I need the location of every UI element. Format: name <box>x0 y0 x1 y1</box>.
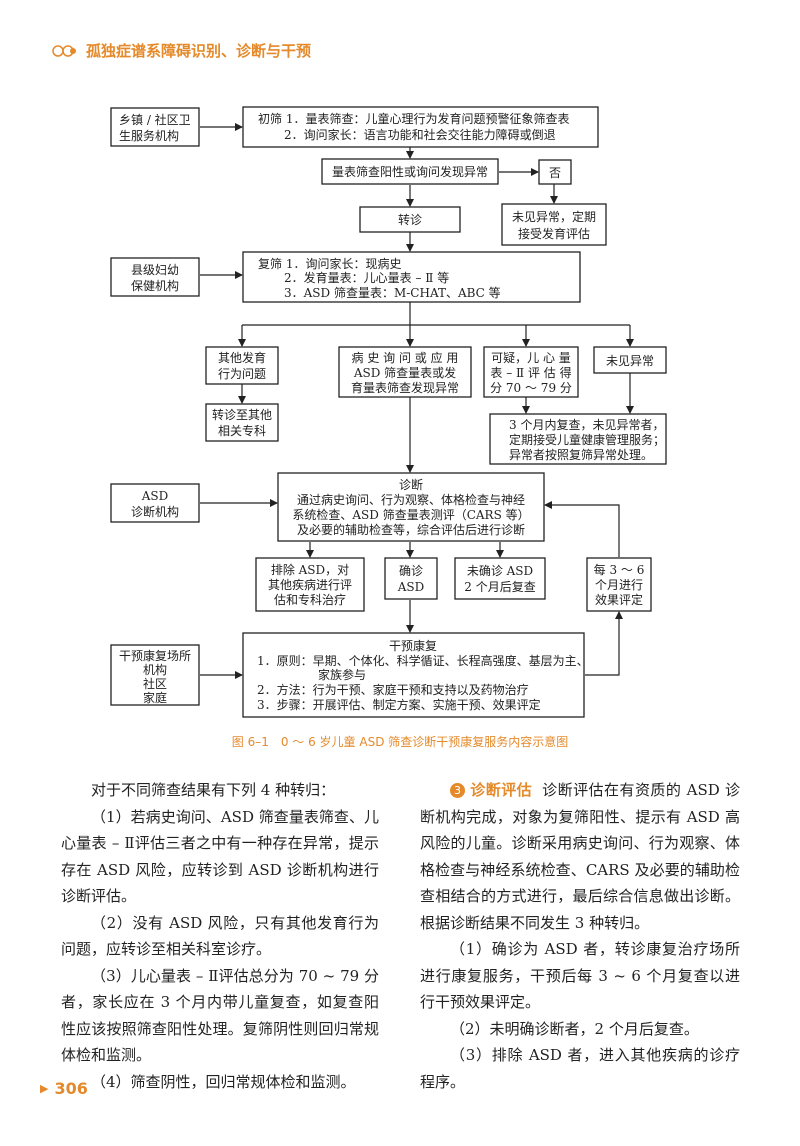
left-paragraph: （1）若病史询问、ASD 筛查量表筛查、儿心量表 – Ⅱ评估三者之中有一种存在异… <box>61 807 379 906</box>
text-asd-institution-1: ASD <box>141 489 169 503</box>
text-initial-screening-2: 2．询问家长：语言功能和社会交往能力障碍或倒退 <box>284 127 556 142</box>
right-paragraph: （2）未明确诊断者，2 个月后复查。 <box>450 1019 699 1038</box>
text-referral: 转诊 <box>398 212 422 227</box>
text-exclude-asd-3: 估和专科治疗 <box>274 592 346 607</box>
box-history-abnormal <box>338 346 472 398</box>
header-title: 孤独症谱系障碍识别、诊断与干预 <box>86 42 312 60</box>
text-effect-evaluation-3: 效果评定 <box>595 592 643 607</box>
text-no: 否 <box>549 166 561 180</box>
text-effect-evaluation-1: 每 3 ～ 6 <box>594 562 645 577</box>
section-title: 诊断评估 <box>470 781 533 799</box>
text-effect-evaluation-2: 个月进行 <box>595 578 643 592</box>
page-marker-icon: ▶ <box>40 1082 49 1095</box>
box-confirmed-asd <box>384 557 438 600</box>
text-screening-positive: 量表筛查阳性或询问发现异常 <box>332 164 488 179</box>
text-suspicious-3: 分 70 ～ 79 分 <box>490 381 572 395</box>
text-unconfirmed-asd-1: 未确诊 ASD <box>467 564 533 578</box>
box-no-abnormal-regular <box>501 203 607 246</box>
box-refer-specialty <box>205 403 279 442</box>
section-number-badge: 3 <box>450 783 465 798</box>
left-column: 对于不同筛查结果有下列 4 种转归： （1）若病史询问、ASD 筛查量表筛查、儿… <box>61 777 379 1095</box>
box-no-abnormal <box>593 346 667 374</box>
box-diagnosis <box>277 472 545 542</box>
flow-connectors <box>200 123 634 679</box>
text-intervention-sites-1: 干预康复场所 <box>119 648 191 663</box>
page-number-text: 306 <box>54 1079 88 1098</box>
box-screening-positive <box>321 158 499 185</box>
page-number: ▶ 306 <box>40 1079 88 1098</box>
text-refer-specialty-1: 转诊至其他 <box>212 407 272 422</box>
text-intervention-sites-3: 社区 <box>143 676 167 691</box>
box-other-dev-issue <box>205 346 279 385</box>
text-diagnosis-title: 诊断 <box>399 477 423 492</box>
text-intervention-sites-2: 机构 <box>143 662 167 677</box>
box-asd-diagnosis-institution <box>110 483 200 523</box>
text-history-abnormal-1: 病 史 询 问 或 应 用 <box>352 350 459 365</box>
text-no-abnormal-regular-2: 接受发育评估 <box>518 226 590 241</box>
text-intervention-sites-4: 家庭 <box>143 690 167 705</box>
figure-caption: 图 6–1 0 ～ 6 岁儿童 ASD 筛查诊断干预康复服务内容示意图 <box>231 735 569 749</box>
box-county-mch <box>110 257 200 297</box>
text-intervention-title: 干预康复 <box>389 638 437 653</box>
running-header: 孤独症谱系障碍识别、诊断与干预 <box>52 40 311 61</box>
left-paragraph: （3）儿心量表 – Ⅱ评估总分为 70 ~ 79 分者，家长应在 3 个月内带儿… <box>61 966 379 1065</box>
text-confirmed-asd-1: 确诊 <box>399 564 423 578</box>
text-history-abnormal-2: ASD 筛查量表或发 <box>353 365 456 380</box>
text-unconfirmed-asd-2: 2 个月后复查 <box>464 580 535 594</box>
box-referral <box>359 206 461 233</box>
text-township-clinic-1: 乡镇 / 社区卫 <box>119 112 191 127</box>
text-suspicious-1: 可疑，儿 心 量 <box>491 350 571 365</box>
box-rescreening <box>242 251 581 303</box>
text-other-dev-issue-2: 行为问题 <box>218 367 266 381</box>
flowchart: 乡镇 / 社区卫 生服务机构 初筛 1．量表筛查：儿童心理行为发育问题预警征象筛… <box>110 106 667 718</box>
section-paragraph: 3 诊断评估诊断评估在有资质的 ASD 诊断机构完成，对象为复筛阳性、提示有 A… <box>420 777 740 936</box>
text-intervention-1: 1．原则：早期、个体化、科学循证、长程高强度、基层为主、 <box>257 653 589 668</box>
box-recheck-3-months <box>489 413 667 465</box>
text-rescreening-2: 2．发育量表：儿心量表 – Ⅱ 等 <box>284 270 449 285</box>
text-refer-specialty-2: 相关专科 <box>218 423 266 438</box>
text-recheck-3-months-3: 异常者按照复筛异常处理。 <box>509 447 653 462</box>
right-column: 3 诊断评估诊断评估在有资质的 ASD 诊断机构完成，对象为复筛阳性、提示有 A… <box>420 777 740 1095</box>
left-paragraph: 对于不同筛查结果有下列 4 种转归： <box>91 781 336 799</box>
text-intervention-2: 2．方法：行为干预、家庭干预和支持以及药物治疗 <box>257 682 529 697</box>
text-asd-institution-2: 诊断机构 <box>131 504 179 519</box>
left-paragraph: （2）没有 ASD 风险，只有其他发育行为问题，应转诊至相关科室诊疗。 <box>61 913 379 959</box>
text-suspicious-2: 表 – Ⅱ 评 估 得 <box>490 365 571 380</box>
text-exclude-asd-2: 其他疾病进行评 <box>268 577 352 592</box>
box-no <box>538 159 572 185</box>
left-paragraph: （4）筛查阴性，回归常规体检和监测。 <box>91 1072 356 1091</box>
box-exclude-asd <box>255 557 365 612</box>
box-township-clinic <box>110 107 200 147</box>
text-no-abnormal-regular-1: 未见异常，定期 <box>512 209 596 224</box>
text-recheck-3-months-1: 3 个月内复查，未见异常者， <box>509 418 664 432</box>
text-other-dev-issue-1: 其他发育 <box>218 350 266 365</box>
right-paragraph: （3）排除 ASD 者，进入其他疾病的诊疗程序。 <box>420 1046 740 1091</box>
text-initial-screening-1: 初筛 1．量表筛查：儿童心理行为发育问题预警征象筛查表 <box>258 111 569 126</box>
box-intervention-rehab <box>242 632 585 718</box>
text-diagnosis-3: 及必要的辅助检查等，综合评估后进行诊断 <box>297 522 525 537</box>
box-suspicious <box>483 346 579 398</box>
text-township-clinic-2: 生服务机构 <box>119 128 179 143</box>
box-intervention-sites <box>110 644 200 706</box>
text-recheck-3-months-2: 定期接受儿童健康管理服务； <box>509 432 665 447</box>
text-intervention-1b: 家族参与 <box>318 667 366 682</box>
box-unconfirmed-asd <box>454 557 546 600</box>
text-intervention-3: 3．步骤：开展评估、制定方案、实施干预、效果评定 <box>257 697 541 712</box>
text-confirmed-asd-2: ASD <box>397 580 425 594</box>
text-diagnosis-2: 系统检查、ASD 筛查量表测评（CARS 等） <box>292 507 529 522</box>
header-logo-icon <box>52 44 76 57</box>
text-diagnosis-1: 通过病史询问、行为观察、体格检查与神经 <box>297 492 525 507</box>
text-rescreening-1: 复筛 1．询问家长：现病史 <box>258 256 401 271</box>
section-text: 诊断评估在有资质的 ASD 诊断机构完成，对象为复筛阳性、提示有 ASD 高风险… <box>420 781 740 932</box>
text-exclude-asd-1: 排除 ASD，对 <box>271 562 349 577</box>
box-initial-screening <box>242 106 599 148</box>
text-history-abnormal-3: 育量表筛查发现异常 <box>351 380 459 395</box>
text-county-mch-2: 保健机构 <box>131 278 179 293</box>
box-effect-evaluation <box>586 557 652 612</box>
text-no-abnormal: 未见异常 <box>606 354 654 368</box>
text-county-mch-1: 县级妇幼 <box>131 263 179 277</box>
text-rescreening-3: 3．ASD 筛查量表：M-CHAT、ABC 等 <box>284 285 501 300</box>
right-paragraph: （1）确诊为 ASD 者，转诊康复治疗场所进行康复服务，干预后每 3 ~ 6 个… <box>420 940 740 1011</box>
